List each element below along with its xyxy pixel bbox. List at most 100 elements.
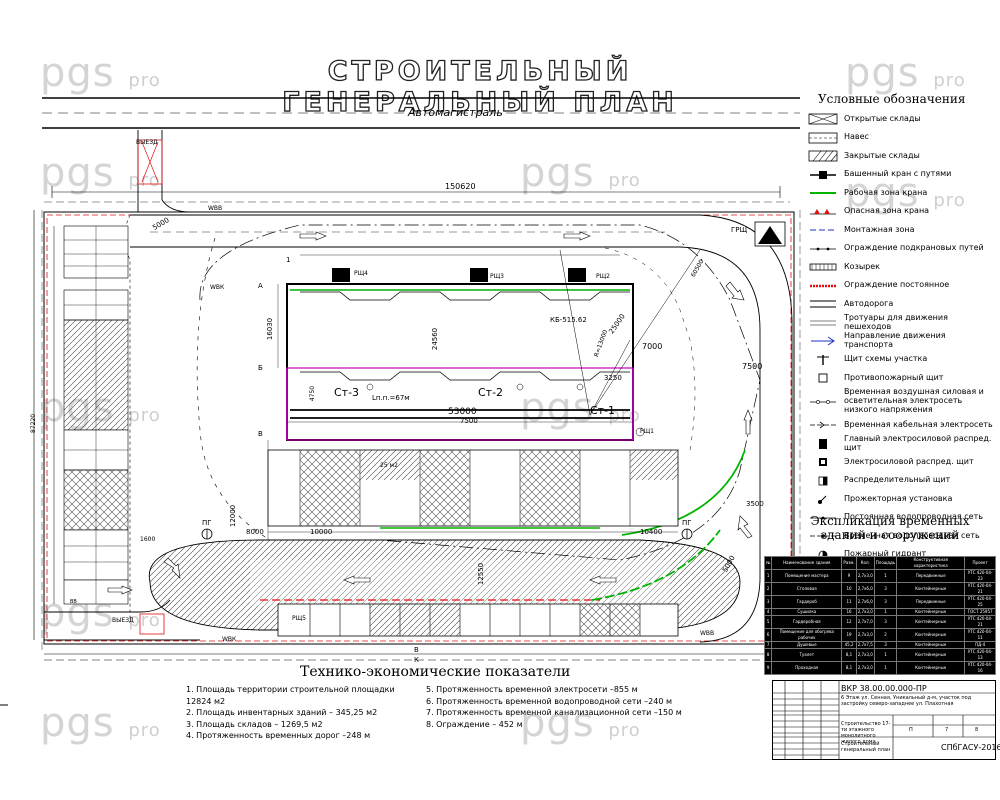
legend-item: Щит схемы участка xyxy=(808,351,994,367)
dim-12000: 12000 xyxy=(229,504,238,528)
legend-item: Закрытые склады xyxy=(808,147,994,163)
table-cell: УТС 420-04-23 xyxy=(964,569,996,583)
table-cell: 5 xyxy=(763,615,773,629)
stage: П xyxy=(909,727,913,733)
light-icon xyxy=(808,491,838,505)
table-cell: 11 xyxy=(841,595,857,609)
table-cell: Столовая xyxy=(771,582,843,596)
tep-left-column: 1. Площадь территории строительной площа… xyxy=(186,684,416,742)
table-cell: 1 xyxy=(873,648,898,662)
legend-item: Прожекторная установка xyxy=(808,490,994,506)
legend-item-label: Постоянная водопроводная сеть xyxy=(844,512,983,521)
table-cell: УТС 420-04-21 xyxy=(964,615,996,629)
explication-table: № Наименование здания Разм. Кол. Площадь… xyxy=(763,556,996,675)
shield-3: РЩ3 xyxy=(490,273,504,280)
table-cell: 1 xyxy=(873,569,898,583)
legend-item-label: Башенный кран с путями xyxy=(844,169,952,178)
table-cell: 9 xyxy=(763,661,773,675)
area-label: 25 м2 xyxy=(380,462,398,469)
watermark: pgs pro xyxy=(845,170,966,216)
axis-label-a: А xyxy=(258,282,263,290)
tep-item: 1. Площадь территории строительной площа… xyxy=(186,685,395,706)
sewer-label: К xyxy=(414,656,419,664)
watermark: pgs pro xyxy=(520,385,641,431)
legend-item: Открытые склады xyxy=(808,110,994,126)
dash-box-icon xyxy=(808,130,838,144)
legend-item: Навес xyxy=(808,129,994,145)
watermark: pgs pro xyxy=(520,700,641,746)
shield-4: РЩ4 xyxy=(354,270,368,277)
cable-icon xyxy=(808,417,838,431)
table-cell: 4 xyxy=(763,608,773,616)
legend-item-label: Главный электросиловой распред. щит xyxy=(844,433,992,452)
table-cell: 2 xyxy=(873,628,898,642)
building-name: Строительство 17-ти этажного монолитного… xyxy=(841,721,891,745)
table-cell: 16 xyxy=(841,608,857,616)
fence-dot-icon xyxy=(808,241,838,255)
overhead-icon xyxy=(808,394,838,408)
cable-line-label: WВК xyxy=(210,284,225,291)
table-cell: Контейнерные xyxy=(896,582,966,596)
dim-left-bay: 16030 xyxy=(266,317,275,341)
legend-item-label: Навес xyxy=(844,132,869,141)
legend-item: Козырек xyxy=(808,258,994,274)
sheet-number: 7 xyxy=(945,727,949,733)
dim-4750: 4750 xyxy=(309,385,317,402)
axis-label-b: Б xyxy=(258,364,263,372)
legend-item: Постоянная водопроводная сеть xyxy=(808,509,994,525)
explication-title: Экспликация временных зданий и сооружени… xyxy=(810,514,970,542)
table-cell: 2,7х3,0 xyxy=(855,608,875,616)
table-cell: Гардеробная xyxy=(771,615,843,629)
table-cell: Контейнерные xyxy=(896,628,966,642)
legend-item-label: Ограждение подкрановых путей xyxy=(844,243,984,252)
watermark: pgs pro xyxy=(40,50,161,96)
legend-item: Электросиловой распред. щит xyxy=(808,453,994,469)
legend-item: Автодорога xyxy=(808,295,994,311)
highway-label: Автомагистраль xyxy=(408,106,503,119)
canopy-icon xyxy=(808,259,838,273)
table-cell: 2 xyxy=(763,582,773,596)
tep-item: 5. Протяженность временной электросети –… xyxy=(426,685,638,694)
legend-item: Временная воздушная силовая и осветитель… xyxy=(808,387,994,414)
header-cell: Наименование здания xyxy=(771,556,843,570)
table-cell: 1 xyxy=(763,569,773,583)
table-cell: 8,1 xyxy=(841,648,857,662)
tep-item: 7. Протяженность временной канализационн… xyxy=(426,708,682,717)
table-cell: Передвижные xyxy=(896,569,966,583)
table-cell: 3 xyxy=(873,641,898,649)
table-cell: УТС 420-04-25 xyxy=(964,595,996,609)
table-cell: 2,7х3,0 xyxy=(855,628,875,642)
table-cell: 7 xyxy=(763,641,773,649)
exit-top-label: ВЫЕЗД xyxy=(136,139,158,146)
legend-item: Тротуары для движения пешеходов xyxy=(808,313,994,331)
table-cell: 3 xyxy=(873,595,898,609)
table-cell: Проходная xyxy=(771,661,843,675)
legend-item-label: Пожарный гидрант xyxy=(844,549,927,558)
header-cell: Проект xyxy=(964,556,996,570)
green-icon xyxy=(808,185,838,199)
dist-shield-icon xyxy=(808,473,838,487)
cross-icon xyxy=(808,111,838,125)
legend-item-label: Открытые склады xyxy=(844,113,921,123)
dim-right-b: 7500 xyxy=(742,362,763,371)
legend-item: Монтажная зона xyxy=(808,221,994,237)
dim-right-a: 7000 xyxy=(642,342,663,351)
table-cell: 3 xyxy=(873,615,898,629)
legend-item: Временная кабельная электросеть xyxy=(808,416,994,432)
table-cell: ПД-4 xyxy=(964,641,996,649)
legend-item: Ограждение постоянное xyxy=(808,277,994,293)
cable-line-label-bottom: WВК xyxy=(222,636,237,643)
table-cell: Душевые xyxy=(771,641,843,649)
table-cell: УТС 420-04-13 xyxy=(964,648,996,662)
legend-item-label: Опасная зона крана xyxy=(844,206,930,215)
crane-rail-length: Lп.п.=67м xyxy=(372,394,410,402)
arrow-icon xyxy=(808,333,838,347)
legend-item-label: Автодорога xyxy=(844,298,894,308)
dash-blue-icon xyxy=(808,222,838,236)
dim-1600: 1600 xyxy=(140,536,156,543)
table-cell: Контейнерные xyxy=(896,608,966,616)
